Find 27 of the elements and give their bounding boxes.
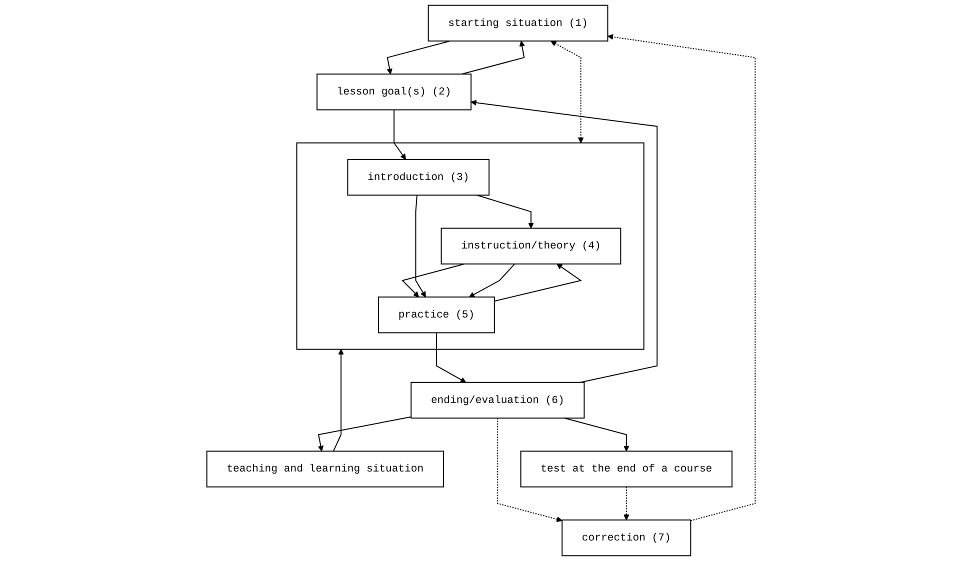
cluster (296, 142, 644, 350)
arrow (476, 194, 534, 228)
arrow (494, 264, 582, 302)
arrow (623, 486, 630, 520)
arrow (318, 416, 412, 452)
node-box: correction (7) (562, 520, 692, 556)
node-box: lesson goal(s) (2) (316, 74, 472, 110)
arrow (394, 109, 406, 160)
arrow (470, 100, 658, 383)
node-box: ending/evaluation (6) (410, 382, 585, 419)
node-box: teaching and learning situation (206, 450, 444, 488)
node-box: test at the end of a course (520, 450, 732, 488)
arrow (607, 34, 756, 522)
arrow (386, 40, 451, 74)
arrow (415, 194, 426, 298)
arrow (550, 40, 584, 144)
arrow (468, 263, 516, 298)
arrow (461, 40, 525, 75)
arrow (497, 418, 562, 522)
arrow (402, 263, 465, 298)
node-box: introduction (3) (347, 158, 490, 196)
node-box: practice (5) (378, 296, 495, 334)
arrow (436, 332, 466, 383)
arrow (564, 418, 630, 452)
node-box: instruction/theory (4) (440, 228, 622, 264)
arrow (332, 349, 344, 452)
node-box: starting situation (1) (428, 4, 608, 42)
